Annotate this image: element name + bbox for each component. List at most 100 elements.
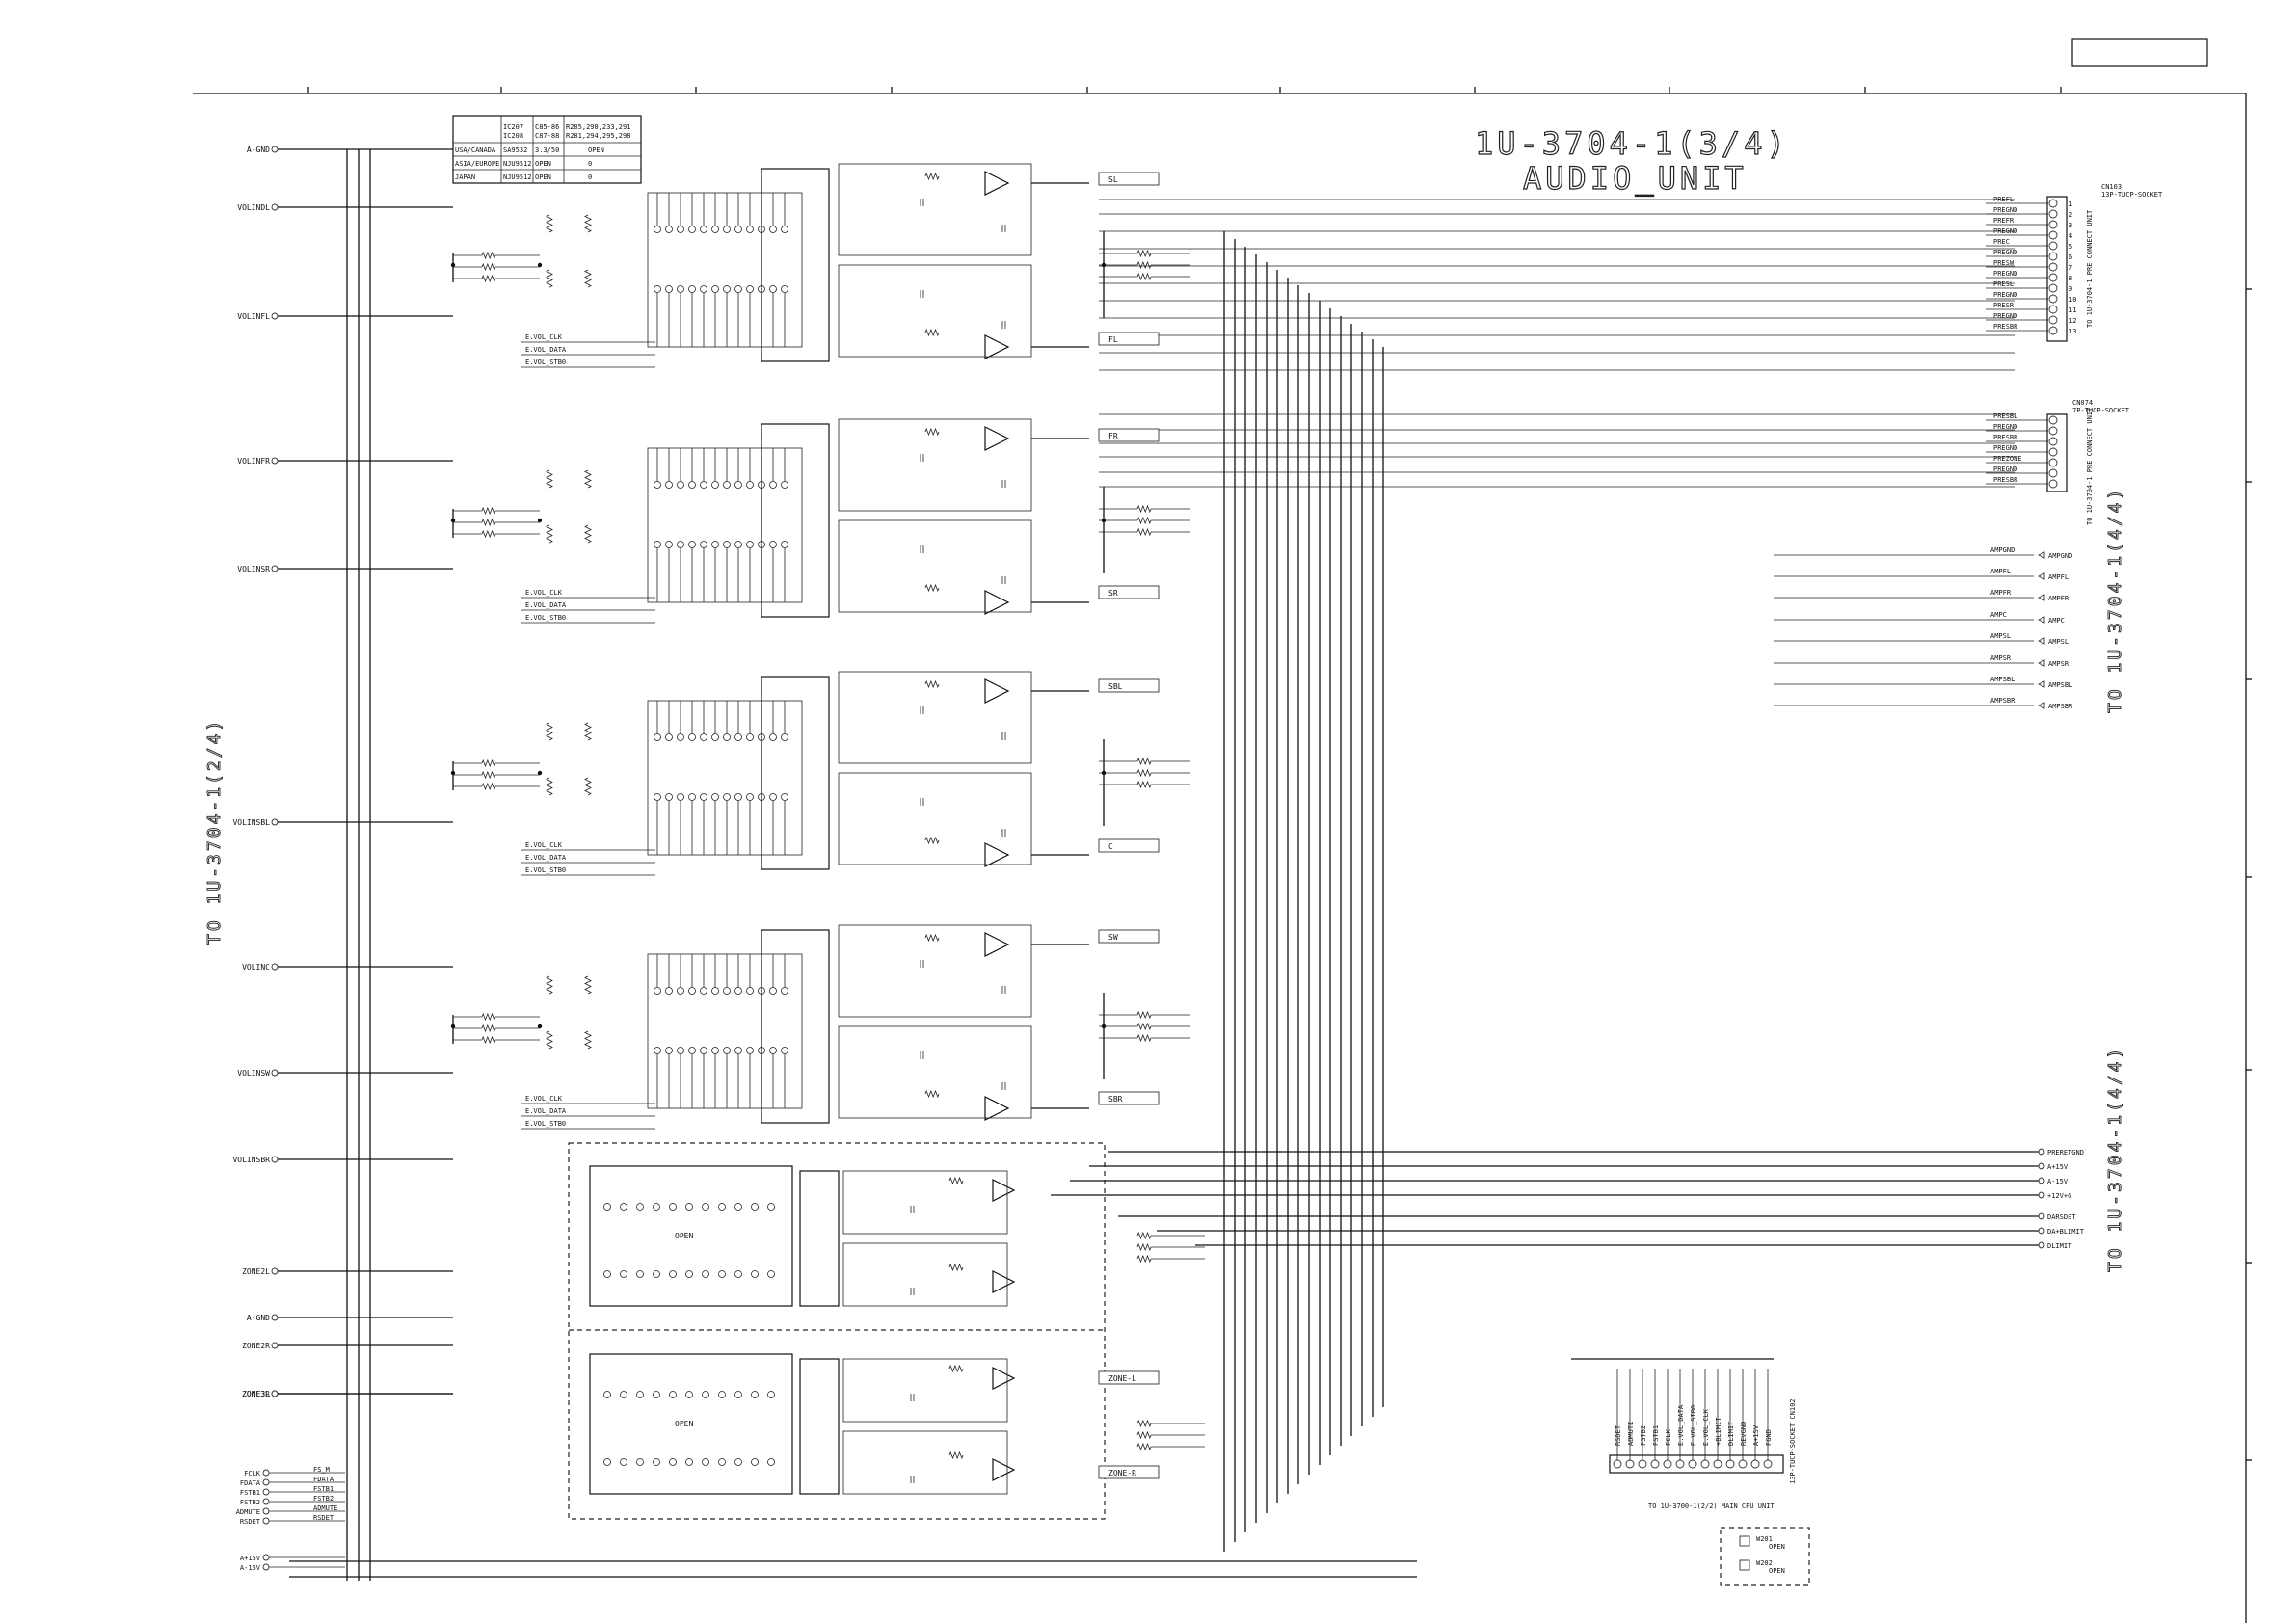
ic-pin — [654, 481, 661, 489]
connector-pin-label: PREZONE — [1993, 455, 2022, 463]
ic-pin — [688, 226, 696, 233]
ic-pin — [620, 1270, 627, 1278]
ic-pin — [746, 1047, 754, 1054]
resistor-symbol — [924, 679, 940, 689]
ic-pin — [636, 1458, 644, 1466]
control-label: E.VOL_STB0 — [525, 866, 566, 874]
connector-pin — [2048, 447, 2058, 457]
terminal-icon — [262, 1517, 270, 1525]
input-label: VOLINC — [242, 963, 270, 971]
opamp-frame — [838, 671, 1032, 764]
jumper-icon — [1739, 1559, 1750, 1571]
channel-tag-box — [1098, 1465, 1160, 1479]
ic-body — [761, 929, 830, 1124]
control-label: E.VOL_CLK — [525, 841, 563, 849]
connector-pin-label: PREGND — [1993, 444, 2017, 452]
terminal-icon — [2038, 1148, 2045, 1156]
terminal-icon — [271, 1342, 279, 1349]
zone-area — [568, 1142, 1106, 1520]
ic-pin — [711, 226, 719, 233]
input-label: VOLINSBR — [232, 1156, 270, 1164]
terminal-icon — [271, 1069, 279, 1077]
bottom-input-pin: FSTB1 — [240, 1489, 260, 1497]
resistor-symbol — [1136, 1010, 1152, 1020]
ic-pin — [734, 1047, 742, 1054]
ic-pin — [700, 987, 707, 995]
region-option-table: IC207IC208C85-86C87-88R285,290,233,291R2… — [452, 115, 642, 184]
title-line1: 1U-3704-1(3/4) — [1475, 125, 1789, 162]
connector-pin-label: PREGND — [1993, 227, 2017, 235]
amp-net-label: AMPFR — [1990, 589, 2012, 597]
ic-pin — [769, 226, 777, 233]
opamp-frame — [838, 772, 1032, 865]
connector-pin — [1763, 1459, 1773, 1469]
ic-pin — [781, 1047, 788, 1054]
input-label: VOLINSBL — [232, 818, 270, 827]
ic-pin — [781, 285, 788, 293]
channel-tag-box — [1098, 678, 1160, 693]
connector-pin — [1738, 1459, 1748, 1469]
table-cell: ASIA/EUROPE — [455, 160, 499, 168]
arrow-icon — [2037, 702, 2045, 709]
sheet-frame — [193, 38, 2252, 1623]
resistor-symbol — [1136, 780, 1152, 789]
table-cell: NJU9512 — [503, 160, 532, 168]
resistor-symbol — [948, 1364, 964, 1373]
ic-pin — [677, 987, 684, 995]
ic-body — [761, 423, 830, 618]
ic-pin — [734, 793, 742, 801]
resistor-symbol — [584, 469, 592, 489]
resistor-symbol — [481, 274, 496, 283]
opamp-symbol — [984, 171, 1010, 196]
opamp-symbol — [984, 932, 1010, 957]
bottom-input-net: ADMUTE — [313, 1504, 337, 1512]
amp-output-label: AMPSL — [2048, 638, 2069, 646]
resistor-symbol — [948, 1450, 964, 1460]
resistor-symbol — [948, 1263, 964, 1272]
opamp-frame — [842, 1170, 1008, 1235]
input-label: ZONE2L — [242, 1267, 270, 1276]
connector-pin — [1613, 1459, 1622, 1469]
input-label: A-GND — [247, 1314, 270, 1322]
ic-pin — [746, 987, 754, 995]
channel-tag-label: SBR — [1108, 1095, 1123, 1104]
connector-pin-label: PREFL — [1993, 196, 2014, 203]
ic-pin — [781, 733, 788, 741]
ic-body — [761, 676, 830, 870]
amp-output-label: AMPSBR — [2048, 703, 2073, 710]
connector-pin-label: PRESL — [1993, 280, 2014, 288]
channel-tag-box — [1098, 585, 1160, 599]
connector-body — [2046, 196, 2068, 342]
connector-pin — [2048, 283, 2058, 293]
ic-pin — [767, 1270, 775, 1278]
ic-pin — [751, 1270, 759, 1278]
resistor-symbol — [481, 782, 496, 791]
arrow-icon — [2037, 680, 2045, 688]
table-header: IC207 — [503, 123, 523, 131]
resistor-symbol — [1136, 1022, 1152, 1031]
channel-tag-label: SL — [1108, 175, 1118, 184]
ic-pin — [769, 733, 777, 741]
ic-pin — [677, 226, 684, 233]
channel-tag-label: FR — [1108, 432, 1118, 440]
ic-pin — [653, 1458, 660, 1466]
connector-pin-number: 3 — [2069, 222, 2072, 229]
ic-pin — [769, 987, 777, 995]
arrow-icon — [2037, 594, 2045, 601]
ic-pin — [746, 481, 754, 489]
ic-pin — [688, 987, 696, 995]
connector-pin-number: 6 — [2069, 253, 2072, 261]
opamp-symbol — [992, 1367, 1016, 1390]
ic-pin — [734, 541, 742, 548]
resistor-symbol — [1136, 249, 1152, 258]
amp-net-label: AMPC — [1990, 611, 2007, 619]
opamp-symbol — [984, 334, 1010, 359]
connector-pin-label: PREGND — [1993, 206, 2017, 214]
ic-pin — [669, 1458, 677, 1466]
opamp-symbol — [984, 590, 1010, 615]
connector-pin-label: FSTB1 — [1652, 1425, 1660, 1446]
connector-pin — [1650, 1459, 1660, 1469]
terminal-icon — [271, 963, 279, 971]
